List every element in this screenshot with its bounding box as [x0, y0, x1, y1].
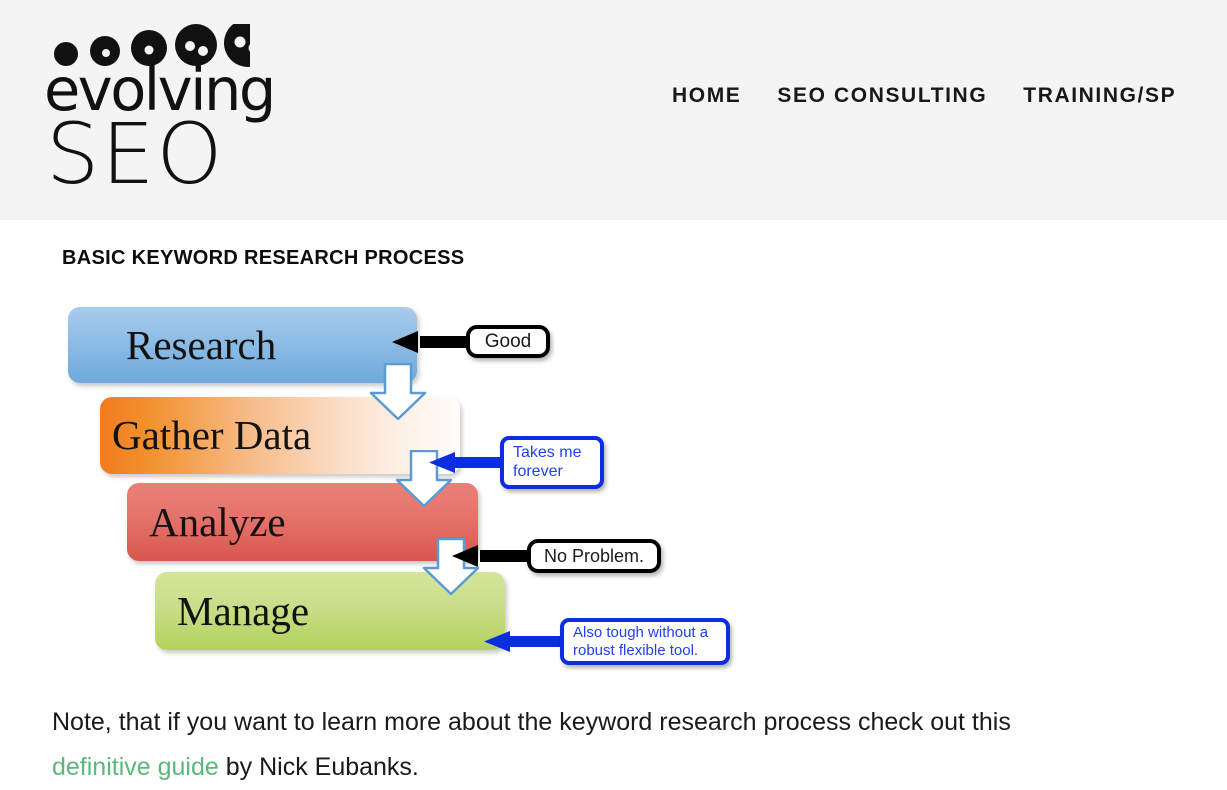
callout-no-problem[interactable]: No Problem.	[527, 539, 661, 573]
flow-step-manage-label: Manage	[177, 587, 310, 634]
callout-no-problem-text: No Problem.	[543, 545, 645, 566]
nav-item-seo-consulting[interactable]: SEO CONSULTING	[777, 84, 988, 107]
callout-takes-me-forever[interactable]: Takes me forever	[500, 436, 604, 489]
nav-item-home[interactable]: HOME	[672, 84, 742, 107]
site-header: evolving SEO HOME SEO CONSULTING TRAININ…	[0, 0, 1227, 220]
page-content: BASIC KEYWORD RESEARCH PROCESS Research …	[0, 220, 1227, 781]
down-arrow-icon	[422, 538, 480, 596]
note-paragraph: Note, that if you want to learn more abo…	[52, 700, 1112, 790]
down-arrow-icon	[395, 450, 453, 508]
definitive-guide-link[interactable]: definitive guide	[52, 753, 219, 781]
page-title: BASIC KEYWORD RESEARCH PROCESS	[62, 247, 465, 269]
callout-also-tough-text: Also tough without a robust flexible too…	[573, 624, 709, 659]
logo-wordmark-seo: SEO	[46, 105, 225, 203]
down-arrow-icon	[369, 363, 427, 421]
flow-step-research[interactable]: Research	[68, 307, 417, 383]
logo-dots-icon	[54, 24, 250, 67]
callout-good-text: Good	[484, 330, 532, 352]
flow-step-gather-data-label: Gather Data	[112, 412, 312, 458]
flow-step-analyze-label: Analyze	[149, 498, 286, 545]
brand-logo[interactable]: evolving SEO	[44, 16, 276, 196]
logo-wordmark-evolving: evolving	[44, 55, 276, 124]
callout-also-tough[interactable]: Also tough without a robust flexible too…	[560, 618, 730, 665]
nav-item-training[interactable]: TRAINING/SP	[1023, 84, 1177, 107]
note-text-before-link: Note, that if you want to learn more abo…	[52, 708, 1011, 736]
main-navigation: HOME SEO CONSULTING TRAINING/SP	[672, 84, 1176, 108]
flow-step-research-label: Research	[126, 321, 277, 368]
callout-takes-me-forever-text: Takes me forever	[513, 444, 582, 480]
keyword-research-flow-diagram: Research Gather Data Analyze Manage	[0, 270, 800, 670]
note-text-after-link: by Nick Eubanks.	[218, 753, 419, 781]
callout-good[interactable]: Good	[466, 325, 550, 358]
